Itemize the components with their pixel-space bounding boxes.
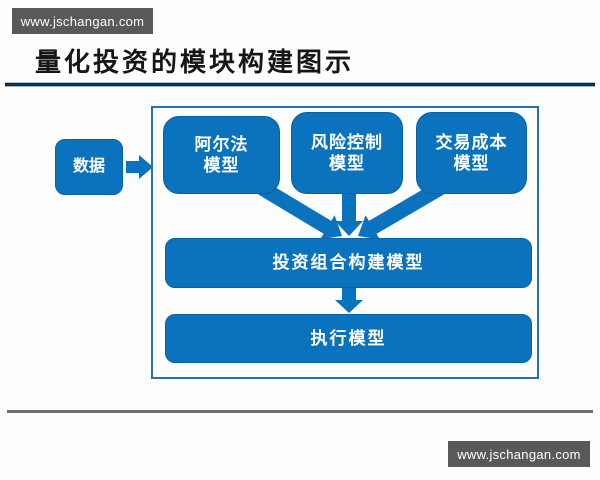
- alpha-model-box: 阿尔法 模型: [163, 116, 280, 194]
- page-title: 量化投资的模块构建图示: [35, 48, 355, 78]
- risk-control-line2: 模型: [329, 154, 365, 173]
- diagram-container: [151, 106, 539, 379]
- transaction-cost-line2: 模型: [453, 154, 490, 173]
- transaction-cost-model-box: 交易成本 模型: [416, 112, 527, 194]
- title-underline: [5, 82, 595, 87]
- transaction-cost-line1: 交易成本: [435, 132, 508, 152]
- watermark-top: www.jschangan.com: [12, 8, 153, 34]
- portfolio-construction-model-box: 投资组合构建模型: [165, 238, 532, 288]
- risk-control-model-box: 风险控制 模型: [291, 112, 403, 194]
- alpha-model-line1: 阿尔法: [194, 134, 249, 154]
- arrow-data-to-container: [126, 155, 153, 179]
- bottom-divider-line: [7, 410, 593, 413]
- risk-control-line1: 风险控制: [311, 132, 383, 152]
- data-box: 数据: [55, 139, 123, 195]
- alpha-model-line2: 模型: [203, 156, 240, 175]
- watermark-bottom: www.jschangan.com: [448, 441, 590, 467]
- execution-model-box: 执行模型: [165, 314, 532, 363]
